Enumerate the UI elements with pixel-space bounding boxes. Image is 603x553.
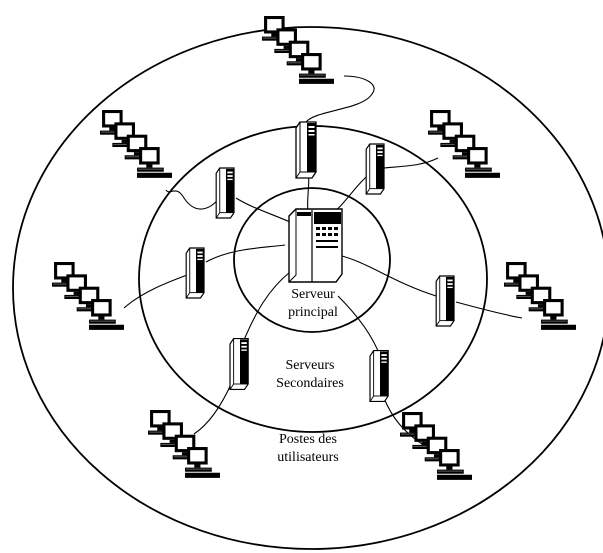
secondary-server-top-icon	[295, 121, 317, 179]
main-server-icon	[288, 208, 343, 283]
workstation-cluster-bottomright-icon	[400, 412, 472, 480]
secondary-server-topleft-icon	[215, 167, 235, 219]
workstation-cluster-topleft-icon	[100, 110, 172, 178]
cable-server-top-to-cluster-top	[305, 75, 375, 123]
secondary-server-bottomleft-icon	[229, 337, 249, 391]
cable-main-to-server-bottomright	[337, 295, 381, 357]
cable-server-left-to-cluster-left	[123, 273, 191, 309]
user-workstations-label-line2: utilisateurs	[277, 450, 338, 465]
workstation-cluster-top-icon	[262, 16, 334, 84]
workstation-cluster-right-icon	[504, 262, 576, 330]
cable-server-topleft-to-cluster-topleft	[165, 189, 223, 210]
cable-main-to-server-right	[337, 254, 437, 297]
labels: Serveur principal Serveurs Secondaires P…	[276, 287, 344, 465]
user-workstations-label-line1: Postes des	[279, 432, 337, 447]
secondary-server-left-icon	[185, 247, 205, 299]
cable-server-bottomleft-to-cluster-bottomleft	[193, 381, 233, 435]
workstation-cluster-left-icon	[52, 262, 124, 330]
main-server-label-line1: Serveur	[291, 287, 335, 302]
secondary-server-right-icon	[435, 275, 455, 327]
cable-main-to-server-topleft	[235, 197, 291, 223]
cable-server-topright-to-cluster-topright	[383, 157, 439, 169]
cable-main-to-server-left	[205, 244, 286, 263]
outer-ring	[12, 26, 603, 550]
cable-main-to-server-bottomleft	[243, 271, 291, 341]
cable-server-right-to-cluster-right	[455, 301, 523, 319]
inner-ring	[233, 187, 391, 333]
secondary-servers-label-line2: Secondaires	[276, 376, 344, 391]
secondary-servers-label-line1: Serveurs	[286, 358, 335, 373]
main-server-label-line2: principal	[288, 305, 338, 320]
secondary-server-topright-icon	[365, 143, 385, 195]
workstation-cluster-topright-icon	[428, 110, 500, 178]
secondary-server-bottomright-icon	[369, 349, 389, 403]
